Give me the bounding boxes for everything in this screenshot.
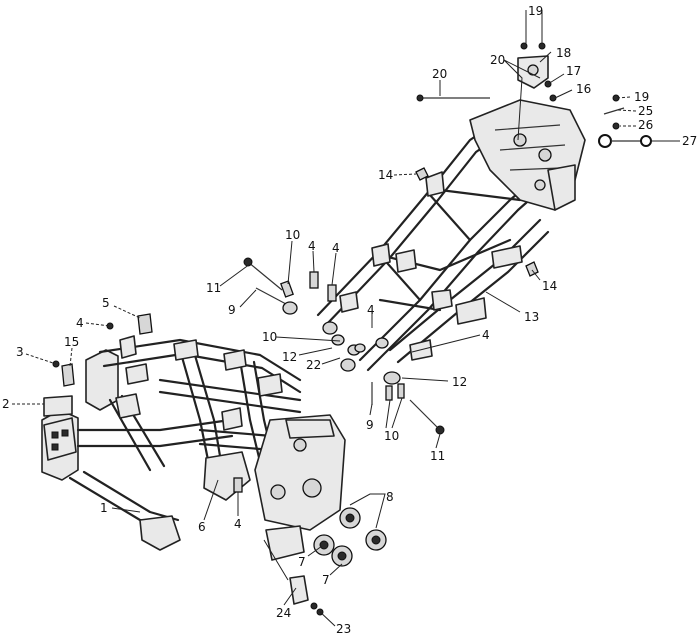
callout-19-top: 19 [528, 4, 543, 18]
callout-7-right: 7 [322, 573, 330, 587]
callout-8: 8 [386, 490, 394, 504]
callout-14-left: 14 [378, 168, 393, 182]
callout-4-left: 4 [76, 316, 84, 330]
callout-20-right: 20 [490, 53, 505, 67]
callout-18: 18 [556, 46, 571, 60]
main-frame [41, 335, 346, 561]
callout-12-left: 12 [282, 350, 297, 364]
callout-5: 5 [102, 296, 110, 310]
callout-10-mid: 10 [262, 330, 277, 344]
callout-14-right: 14 [542, 279, 557, 293]
callout-19-right: 19 [634, 90, 649, 104]
callout-6: 6 [198, 520, 206, 534]
callout-11-lower: 11 [430, 449, 445, 463]
callout-labels: 1 2 3 4 5 15 6 4 7 7 8 9 11 10 4 4 10 12… [2, 4, 697, 635]
callout-12-right: 12 [452, 375, 467, 389]
callout-7-left: 7 [298, 555, 306, 569]
callout-4-upper-a: 4 [308, 239, 316, 253]
callout-24: 24 [276, 606, 291, 620]
callout-13: 13 [524, 310, 539, 324]
callout-23: 23 [336, 622, 351, 635]
callout-4-mid: 4 [367, 303, 375, 317]
callout-10-upper: 10 [285, 228, 300, 242]
callout-10-lower: 10 [384, 429, 399, 443]
leader-lines [12, 10, 680, 627]
callout-1: 1 [100, 501, 108, 515]
callout-15: 15 [64, 335, 79, 349]
hardware [43, 42, 652, 616]
callout-26: 26 [638, 118, 653, 132]
callout-16: 16 [576, 82, 591, 96]
callout-9-lower: 9 [366, 418, 374, 432]
callout-25: 25 [638, 104, 653, 118]
callout-17: 17 [566, 64, 581, 78]
callout-9-upper: 9 [228, 303, 236, 317]
callout-4-bottom: 4 [234, 517, 242, 531]
callout-20-left: 20 [432, 67, 447, 81]
callout-22: 22 [306, 358, 321, 372]
callout-3: 3 [16, 345, 24, 359]
callout-27: 27 [682, 134, 697, 148]
callout-4-upper-b: 4 [332, 241, 340, 255]
callout-11-upper: 11 [206, 281, 221, 295]
callout-4-right: 4 [482, 328, 490, 342]
callout-2: 2 [2, 397, 10, 411]
rear-subframe [316, 99, 586, 385]
